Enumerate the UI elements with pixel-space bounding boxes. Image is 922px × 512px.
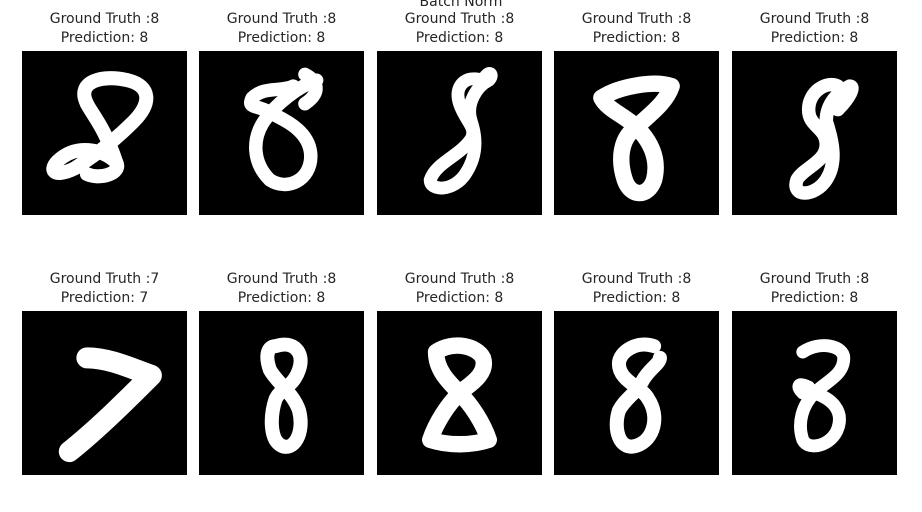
prediction-label: Prediction: 8 xyxy=(592,290,681,306)
digit-image xyxy=(199,311,364,475)
digit-8-image xyxy=(260,337,308,454)
panel-title: Ground Truth :8 Prediction: 8 xyxy=(712,270,917,308)
prediction-label: Prediction: 8 xyxy=(770,290,859,306)
panel-title: Ground Truth :8 Prediction: 8 xyxy=(534,10,739,48)
ground-truth-label: Ground Truth :8 xyxy=(404,271,515,287)
ground-truth-label: Ground Truth :7 xyxy=(49,271,160,287)
prediction-label: Prediction: 8 xyxy=(415,290,504,306)
panel-title: Ground Truth :8 Prediction: 8 xyxy=(357,10,562,48)
ground-truth-label: Ground Truth :8 xyxy=(226,11,337,27)
panel-title: Ground Truth :8 Prediction: 8 xyxy=(179,270,384,308)
prediction-label: Prediction: 8 xyxy=(237,30,326,46)
ground-truth-label: Ground Truth :8 xyxy=(581,271,692,287)
digit-image xyxy=(22,311,187,475)
digit-image xyxy=(554,311,719,475)
prediction-label: Prediction: 8 xyxy=(770,30,859,46)
panel-title: Ground Truth :8 Prediction: 8 xyxy=(534,270,739,308)
panel-title: Ground Truth :8 Prediction: 8 xyxy=(2,10,207,48)
prediction-label: Prediction: 8 xyxy=(237,290,326,306)
ground-truth-label: Ground Truth :8 xyxy=(404,11,515,27)
digit-8-image xyxy=(789,78,859,200)
panel-title: Ground Truth :7 Prediction: 7 xyxy=(2,270,207,308)
digit-image xyxy=(732,51,897,215)
digit-8-image xyxy=(423,67,498,195)
ground-truth-label: Ground Truth :8 xyxy=(49,11,160,27)
ground-truth-label: Ground Truth :8 xyxy=(759,271,870,287)
prediction-label: Prediction: 7 xyxy=(60,290,149,306)
ground-truth-label: Ground Truth :8 xyxy=(226,271,337,287)
prediction-label: Prediction: 8 xyxy=(592,30,681,46)
digit-8-image xyxy=(244,67,324,192)
digit-8-image xyxy=(593,75,680,202)
digit-image xyxy=(732,311,897,475)
ground-truth-label: Ground Truth :8 xyxy=(759,11,870,27)
panel-title: Ground Truth :8 Prediction: 8 xyxy=(712,10,917,48)
digit-image xyxy=(199,51,364,215)
prediction-label: Prediction: 8 xyxy=(60,30,149,46)
digit-image xyxy=(554,51,719,215)
digit-8-image xyxy=(46,71,154,184)
digit-8-image xyxy=(792,339,851,453)
panel-title: Ground Truth :8 Prediction: 8 xyxy=(179,10,384,48)
panel-title: Ground Truth :8 Prediction: 8 xyxy=(357,270,562,308)
digit-image xyxy=(22,51,187,215)
digit-image xyxy=(377,51,542,215)
digit-8-image xyxy=(422,337,497,453)
figure-title: Batch Norm xyxy=(419,0,503,10)
digit-8-image xyxy=(609,337,667,454)
prediction-label: Prediction: 8 xyxy=(415,30,504,46)
digit-image xyxy=(377,311,542,475)
ground-truth-label: Ground Truth :8 xyxy=(581,11,692,27)
digit-7-image xyxy=(58,347,162,463)
